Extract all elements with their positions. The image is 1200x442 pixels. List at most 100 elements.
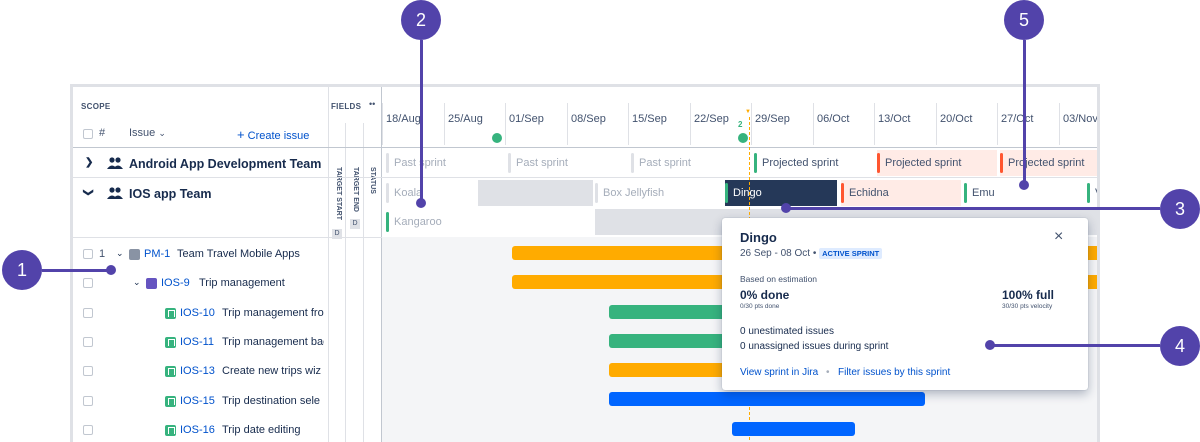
- target-end-header[interactable]: TARGET END: [352, 167, 359, 212]
- callout-dot: [1019, 180, 1029, 190]
- bar-ios-16[interactable]: [732, 422, 855, 436]
- row-checkbox[interactable]: [83, 425, 93, 435]
- date-badge: D: [332, 229, 342, 239]
- date-tick: [382, 103, 383, 145]
- issue-key[interactable]: IOS-13: [180, 365, 215, 377]
- sprint-popup: Dingo × 26 Sep - 08 Oct • ACTIVE SPRINT …: [722, 218, 1088, 390]
- date-label: 25/Aug: [448, 113, 483, 125]
- team-android[interactable]: Android App Development Team: [129, 157, 322, 171]
- sprint-past[interactable]: Past sprint: [508, 150, 626, 176]
- date-tick: [936, 103, 937, 145]
- sprint-next[interactable]: V: [1087, 180, 1097, 206]
- popup-title: Dingo: [740, 230, 777, 245]
- callout-1: 1: [2, 250, 42, 290]
- issue-key[interactable]: IOS-10: [180, 307, 215, 319]
- date-label: 27/Oct: [1001, 113, 1034, 125]
- target-start-header[interactable]: TARGET START: [335, 167, 342, 221]
- plus-icon: +: [237, 127, 245, 142]
- issue-key[interactable]: IOS-16: [180, 424, 215, 436]
- sprint-past[interactable]: Past sprint: [631, 150, 749, 176]
- row-checkbox[interactable]: [83, 249, 93, 259]
- date-tick: [874, 103, 875, 145]
- filter-issues-link[interactable]: Filter issues by this sprint: [838, 367, 951, 378]
- issue-summary[interactable]: Team Travel Mobile Apps: [177, 248, 300, 260]
- callout-3: 3: [1160, 189, 1200, 229]
- issue-summary[interactable]: Create new trips wiz: [222, 365, 322, 377]
- date-label: 20/Oct: [940, 113, 973, 125]
- date-tick: [690, 103, 691, 145]
- sprint-dingo[interactable]: Dingo: [725, 180, 837, 206]
- date-label: 08/Sep: [571, 113, 606, 125]
- issue-summary[interactable]: Trip management bac: [222, 336, 324, 348]
- status-header[interactable]: STATUS: [369, 167, 376, 194]
- sprint-projected[interactable]: Projected sprint: [877, 150, 997, 176]
- sprint-past[interactable]: Past sprint: [386, 150, 504, 176]
- issue-summary[interactable]: Trip management: [199, 277, 285, 289]
- sprint-koala[interactable]: Koala: [386, 180, 476, 206]
- team-icon: [107, 157, 123, 169]
- date-tick: [751, 103, 752, 145]
- date-tick: [444, 103, 445, 145]
- view-sprint-link[interactable]: View sprint in Jira: [740, 367, 819, 378]
- create-issue-button[interactable]: + Create issue: [237, 127, 310, 142]
- callout-line: [420, 40, 423, 200]
- date-label: 22/Sep: [694, 113, 729, 125]
- date-label: 06/Oct: [817, 113, 850, 125]
- scope-label: SCOPE: [81, 102, 111, 111]
- date-tick: [567, 103, 568, 145]
- date-tick: [997, 103, 998, 145]
- sprint-box-jellyfish[interactable]: Box Jellyfish: [595, 180, 723, 206]
- row-checkbox[interactable]: [83, 278, 93, 288]
- issue-summary[interactable]: Trip date editing: [222, 424, 301, 436]
- expand-android-icon[interactable]: ❯: [85, 157, 94, 168]
- sprint-projected[interactable]: Projected sprint: [1000, 150, 1097, 176]
- issue-key[interactable]: PM-1: [144, 248, 171, 260]
- release-marker[interactable]: [492, 133, 502, 143]
- callout-4: 4: [1160, 326, 1200, 366]
- issue-summary[interactable]: Trip management fro: [222, 307, 324, 319]
- issue-key[interactable]: IOS-9: [161, 277, 190, 289]
- chevron-down-icon[interactable]: ⌄: [116, 248, 124, 258]
- select-all-checkbox[interactable]: [83, 129, 93, 139]
- unassigned-count: 0 unassigned issues during sprint: [740, 341, 889, 352]
- done-sub: 0/30 pts done: [740, 303, 780, 310]
- sprint-projected[interactable]: Projected sprint: [754, 150, 874, 176]
- row-checkbox[interactable]: [83, 308, 93, 318]
- fields-more-icon[interactable]: ••: [369, 99, 376, 109]
- callout-dot: [106, 265, 116, 275]
- bar-ios-15[interactable]: [609, 392, 925, 406]
- issue-header[interactable]: Issue ⌄: [129, 127, 166, 139]
- popup-dates: 26 Sep - 08 Oct • ACTIVE SPRINT: [740, 248, 883, 259]
- date-label: 29/Sep: [755, 113, 790, 125]
- issue-key[interactable]: IOS-11: [180, 336, 215, 348]
- story-icon: [165, 366, 176, 377]
- fields-divider: [381, 87, 382, 442]
- sprint-kangaroo[interactable]: Kangaroo: [386, 209, 594, 235]
- row-checkbox[interactable]: [83, 366, 93, 376]
- row-checkbox[interactable]: [83, 337, 93, 347]
- callout-5: 5: [1004, 0, 1044, 40]
- collapse-ios-icon[interactable]: ❯: [82, 188, 94, 197]
- team-divider: [73, 177, 1097, 178]
- date-label: 18/Aug: [386, 113, 421, 125]
- field-divider: [363, 123, 364, 442]
- estimation-basis: Based on estimation: [740, 274, 818, 284]
- hash-header: #: [99, 127, 106, 139]
- issue-summary[interactable]: Trip destination sele: [222, 395, 321, 407]
- full-sub: 30/30 pts velocity: [1002, 303, 1053, 310]
- chevron-down-icon[interactable]: ⌄: [133, 277, 141, 287]
- callout-2: 2: [401, 0, 441, 40]
- epic-icon: [129, 249, 140, 260]
- team-ios[interactable]: IOS app Team: [129, 187, 212, 201]
- close-icon[interactable]: ×: [1054, 228, 1064, 245]
- link-separator: •: [826, 367, 830, 378]
- callout-line: [990, 344, 1160, 347]
- issue-key[interactable]: IOS-15: [180, 395, 215, 407]
- sprint-echidna[interactable]: Echidna: [841, 180, 961, 206]
- callout-line: [42, 269, 110, 272]
- date-tick: [628, 103, 629, 145]
- release-marker[interactable]: [738, 133, 748, 143]
- sprint-emu[interactable]: Emu: [964, 180, 1084, 206]
- date-label: 01/Sep: [509, 113, 544, 125]
- row-checkbox[interactable]: [83, 396, 93, 406]
